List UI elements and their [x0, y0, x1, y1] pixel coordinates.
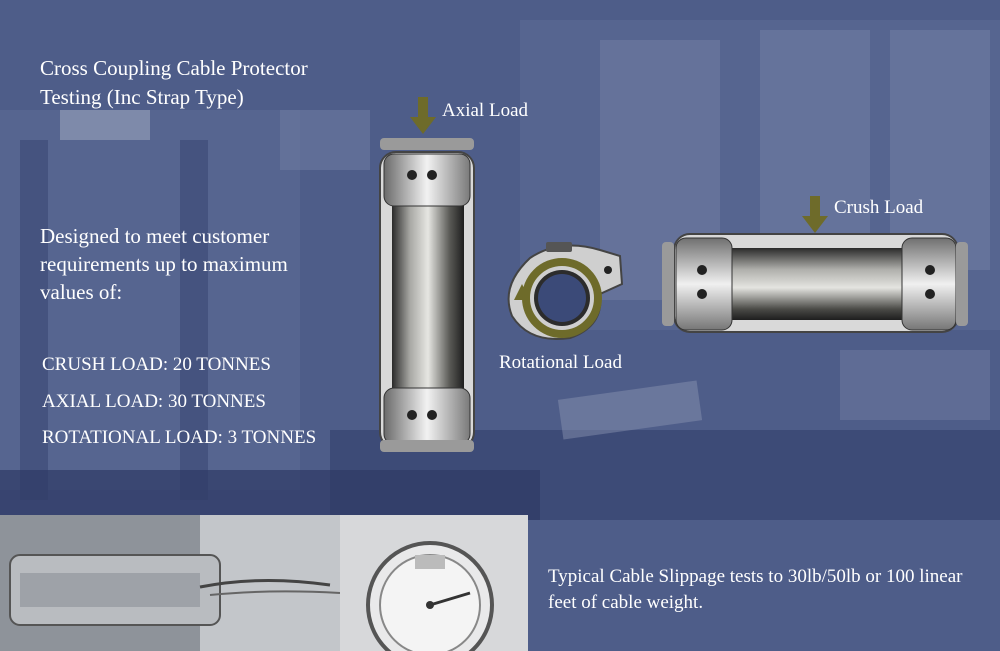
axial-load-label: Axial Load [442, 100, 529, 121]
intro-text: Designed to meet customer requirements u… [40, 224, 288, 304]
slippage-test-text: Typical Cable Slippage tests to 30lb/50l… [548, 566, 963, 613]
vertical-protector-image [379, 138, 475, 452]
axial-load-spec: AXIAL LOAD: 30 TONNES [42, 391, 266, 412]
slippage-test-photo-art [0, 515, 528, 651]
page-title: Cross Coupling Cable Protector Testing (… [40, 56, 308, 109]
rotational-load-spec: ROTATIONAL LOAD: 3 TONNES [42, 427, 317, 448]
rotation-arrow-icon [514, 284, 530, 300]
rotational-clamp-image [507, 242, 624, 340]
rotational-load-label: Rotational Load [499, 352, 622, 373]
slippage-test-photo [0, 515, 528, 651]
crush-load-spec: CRUSH LOAD: 20 TONNES [42, 354, 271, 375]
crush-load-arrow-icon [802, 196, 828, 233]
crush-load-label: Crush Load [834, 197, 924, 218]
horizontal-protector-image [662, 233, 968, 333]
axial-load-arrow-icon [410, 97, 436, 134]
